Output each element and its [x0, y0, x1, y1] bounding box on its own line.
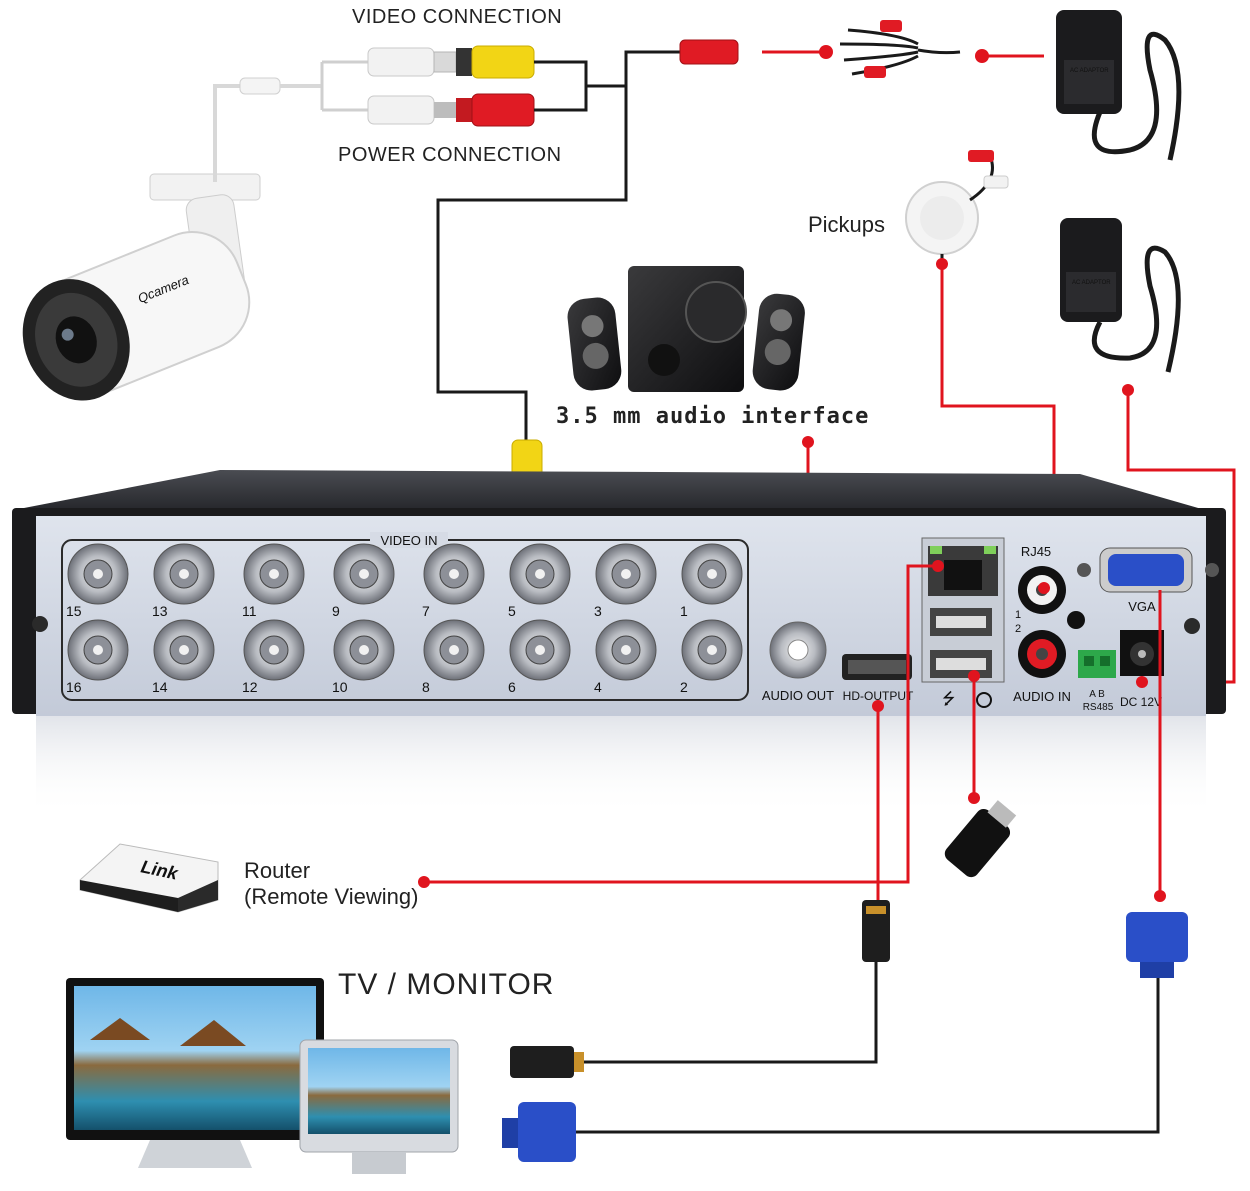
- bnc-port-pin-11: [269, 569, 279, 579]
- usb-mouse-dongle: [944, 800, 1017, 878]
- audio-in-label: AUDIO IN: [1013, 689, 1071, 704]
- power-adaptor-2: AC ADAPTOR: [1060, 218, 1181, 396]
- bnc-port-pin-8: [449, 645, 459, 655]
- adaptor-2-text: AC ADAPTOR: [1072, 280, 1111, 286]
- channel-label-16: 16: [66, 679, 82, 695]
- usb-number-2: 2: [1015, 623, 1021, 635]
- bnc-port-pin-9: [359, 569, 369, 579]
- channel-label-7: 7: [422, 603, 430, 619]
- channel-label-12: 12: [242, 679, 258, 695]
- dc12v-label: DC 12V: [1120, 695, 1162, 709]
- power-connection-label: POWER CONNECTION: [338, 144, 562, 166]
- channel-label-2: 2: [680, 679, 688, 695]
- bnc-port-pin-1: [707, 569, 717, 579]
- rs485-ab-label: A B: [1089, 689, 1105, 700]
- channel-label-11: 11: [242, 603, 257, 619]
- channel-label-5: 5: [508, 603, 516, 619]
- channel-label-8: 8: [422, 679, 430, 695]
- bnc-port-pin-10: [359, 645, 369, 655]
- vga-label: VGA: [1128, 599, 1156, 614]
- power-adaptor-1: AC ADAPTOR: [1056, 10, 1182, 161]
- channel-label-3: 3: [594, 603, 602, 619]
- pickup-microphone: [905, 150, 1009, 270]
- bnc-port-pin-5: [535, 569, 545, 579]
- channel-label-15: 15: [66, 603, 82, 619]
- channel-label-13: 13: [152, 603, 168, 619]
- channel-label-9: 9: [332, 603, 340, 619]
- audio-out-label: AUDIO OUT: [762, 688, 834, 703]
- power-splitter: [679, 20, 1044, 78]
- network-router: Link: [79, 843, 219, 913]
- router-label-line1: Router: [244, 858, 311, 883]
- pigtail-connectors: [320, 45, 680, 127]
- speakers: [567, 266, 805, 392]
- lower-wires: [418, 560, 1166, 904]
- bnc-port-pin-6: [535, 645, 545, 655]
- bnc-inputs: 15 13 11 9 7 5 3 1 16 14 12 10 8 6 4 2: [66, 543, 743, 695]
- bnc-port-pin-3: [621, 569, 631, 579]
- tv-monitor: [66, 978, 459, 1174]
- monitor-label: TV / MONITOR: [338, 968, 555, 1001]
- video-connection-label: VIDEO CONNECTION: [352, 6, 563, 28]
- usb-icon: ⭍: [942, 690, 955, 708]
- usb-number-1: 1: [1015, 609, 1021, 621]
- pickups-label: Pickups: [808, 212, 886, 237]
- channel-label-14: 14: [152, 679, 168, 695]
- rs485-label: RS485: [1083, 702, 1114, 713]
- hd-output-label: HD-OUTPUT: [843, 689, 914, 703]
- hdmi-cable-plug: [510, 900, 890, 1078]
- router-label-line2: (Remote Viewing): [244, 884, 419, 909]
- adaptor-1-text: AC ADAPTOR: [1070, 68, 1109, 74]
- bnc-port-pin-12: [269, 645, 279, 655]
- audio-interface-label: 3.5 mm audio interface: [556, 404, 870, 429]
- video-in-label: VIDEO IN: [380, 533, 437, 548]
- bnc-port-pin-14: [179, 645, 189, 655]
- bnc-port-pin-7: [449, 569, 459, 579]
- bnc-port-pin-13: [179, 569, 189, 579]
- channel-label-6: 6: [508, 679, 516, 695]
- vga-cable-plug: [502, 912, 1188, 1162]
- channel-label-4: 4: [594, 679, 602, 695]
- bnc-port-pin-16: [93, 645, 103, 655]
- bnc-port-pin-2: [707, 645, 717, 655]
- bullet-camera: Qcamera: [22, 77, 322, 401]
- bnc-port-pin-4: [621, 645, 631, 655]
- channel-label-10: 10: [332, 679, 348, 695]
- bnc-port-pin-15: [93, 569, 103, 579]
- dvr-reflection: [36, 716, 1206, 816]
- channel-label-1: 1: [680, 603, 688, 619]
- rj45-label: RJ45: [1021, 544, 1051, 559]
- mouse-icon: [976, 692, 992, 708]
